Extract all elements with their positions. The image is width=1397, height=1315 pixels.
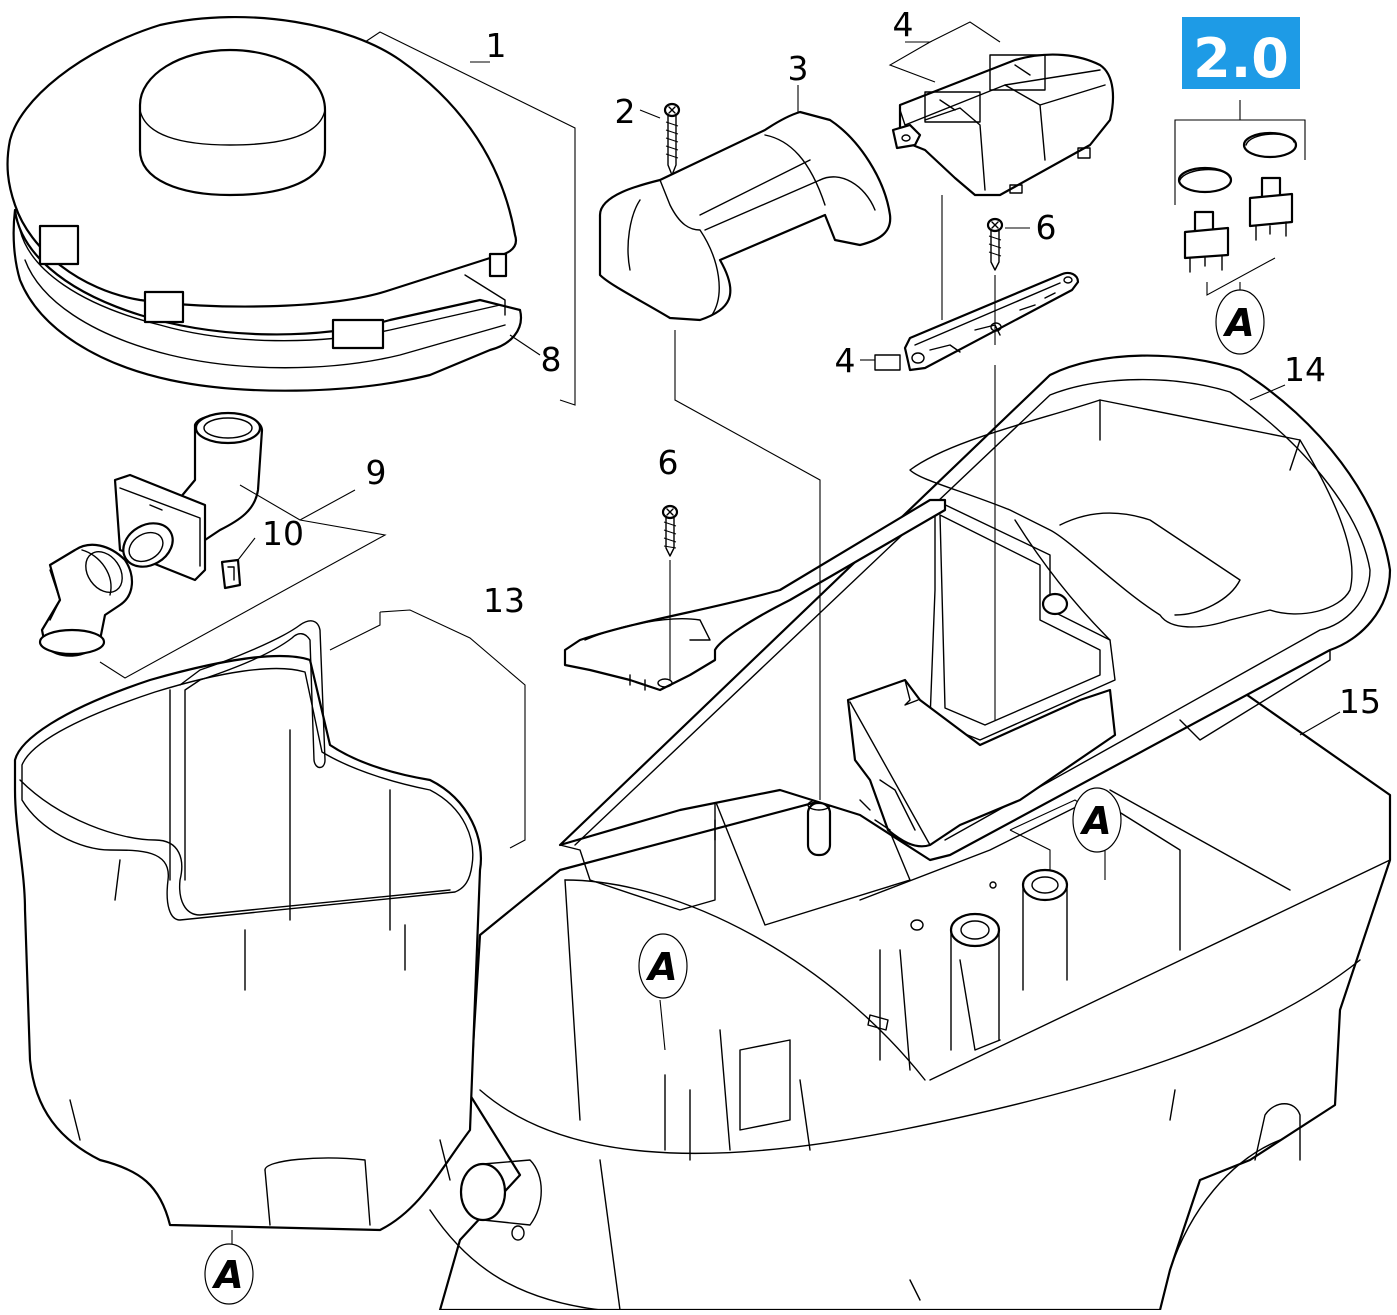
callout-6-upper: 6 (1036, 208, 1057, 247)
elbow-9 (113, 411, 264, 582)
boss-right (1021, 868, 1069, 991)
pushbutton-switch-right (1248, 176, 1294, 241)
callout-13: 13 (483, 581, 525, 620)
pushbutton-switch-left (1183, 210, 1230, 273)
leader-lines (99, 21, 1341, 1245)
switch-mount-plate (874, 271, 1080, 372)
callout-9: 9 (366, 453, 387, 492)
switch-cap-right (1242, 131, 1298, 159)
svg-text:A: A (1079, 799, 1111, 843)
svg-text:A: A (211, 1253, 243, 1297)
version-badge: 2.0 (1182, 17, 1300, 90)
ref-marker-a-bottom: A (204, 1243, 254, 1305)
svg-text:A: A (645, 945, 677, 989)
lower-housing (429, 688, 1392, 1312)
switch-cap-left (1177, 166, 1233, 194)
inner-tray (563, 498, 947, 692)
svg-text:2.0: 2.0 (1193, 27, 1289, 90)
screw-6-upper (986, 217, 1004, 271)
callout-2: 2 (615, 92, 636, 131)
screw-2 (663, 102, 681, 176)
callout-4-bottom: 4 (835, 341, 856, 380)
callout-4-top: 4 (893, 5, 914, 44)
version-badge-bg (1182, 17, 1300, 89)
lid-1 (6, 16, 523, 392)
callout-8: 8 (541, 340, 562, 379)
callout-labels: 1 2 3 4 4 6 6 8 9 10 13 14 15 (262, 5, 1381, 721)
callout-6-lower: 6 (658, 443, 679, 482)
screw-6-lower (661, 504, 679, 557)
elbow-fitting (38, 543, 133, 657)
callout-3: 3 (788, 49, 809, 88)
upper-housing-14 (558, 354, 1392, 911)
callout-1: 1 (486, 26, 507, 65)
svg-text:A: A (1222, 301, 1254, 345)
callout-14: 14 (1284, 350, 1326, 389)
ref-marker-a-top-right: A (1215, 289, 1265, 355)
handle-3 (598, 110, 892, 322)
ref-marker-a-center: A (1072, 787, 1122, 853)
switch-assembly-4 (891, 53, 1115, 197)
ref-marker-a-left: A (638, 933, 688, 999)
callout-15: 15 (1339, 682, 1381, 721)
boss-left (949, 912, 1001, 1051)
callout-10: 10 (262, 514, 304, 553)
clip-10 (220, 558, 242, 590)
tank-13 (13, 609, 526, 1232)
